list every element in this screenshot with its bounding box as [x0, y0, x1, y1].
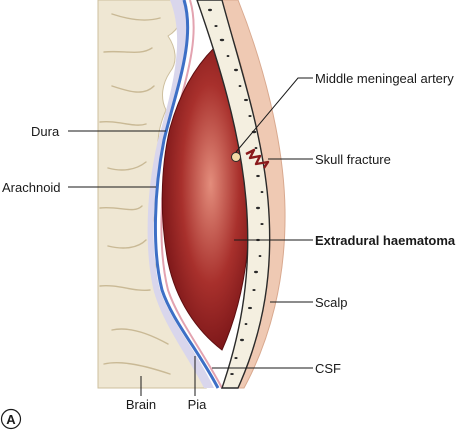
label-skull-fracture: Skull fracture: [315, 152, 391, 167]
bone-pores: [208, 8, 264, 375]
label-dura: Dura: [31, 124, 60, 139]
brain-sulci: [99, 13, 171, 375]
label-scalp: Scalp: [315, 295, 348, 310]
label-csf: CSF: [315, 361, 341, 376]
label-pia: Pia: [188, 397, 208, 412]
label-brain: Brain: [126, 397, 156, 412]
skull-fracture: [245, 148, 270, 169]
label-middle-meningeal-artery: Middle meningeal artery: [315, 71, 454, 86]
label-extradural-haematoma: Extradural haematoma: [315, 233, 456, 248]
dura-line: [153, 0, 220, 389]
panel-letter-badge: A: [0, 408, 22, 430]
label-arachnoid: Arachnoid: [2, 180, 61, 195]
middle-meningeal-artery: [231, 152, 241, 162]
leader-lines: [68, 77, 313, 396]
skull-bone: [196, 0, 271, 389]
panel-letter: A: [6, 412, 16, 427]
